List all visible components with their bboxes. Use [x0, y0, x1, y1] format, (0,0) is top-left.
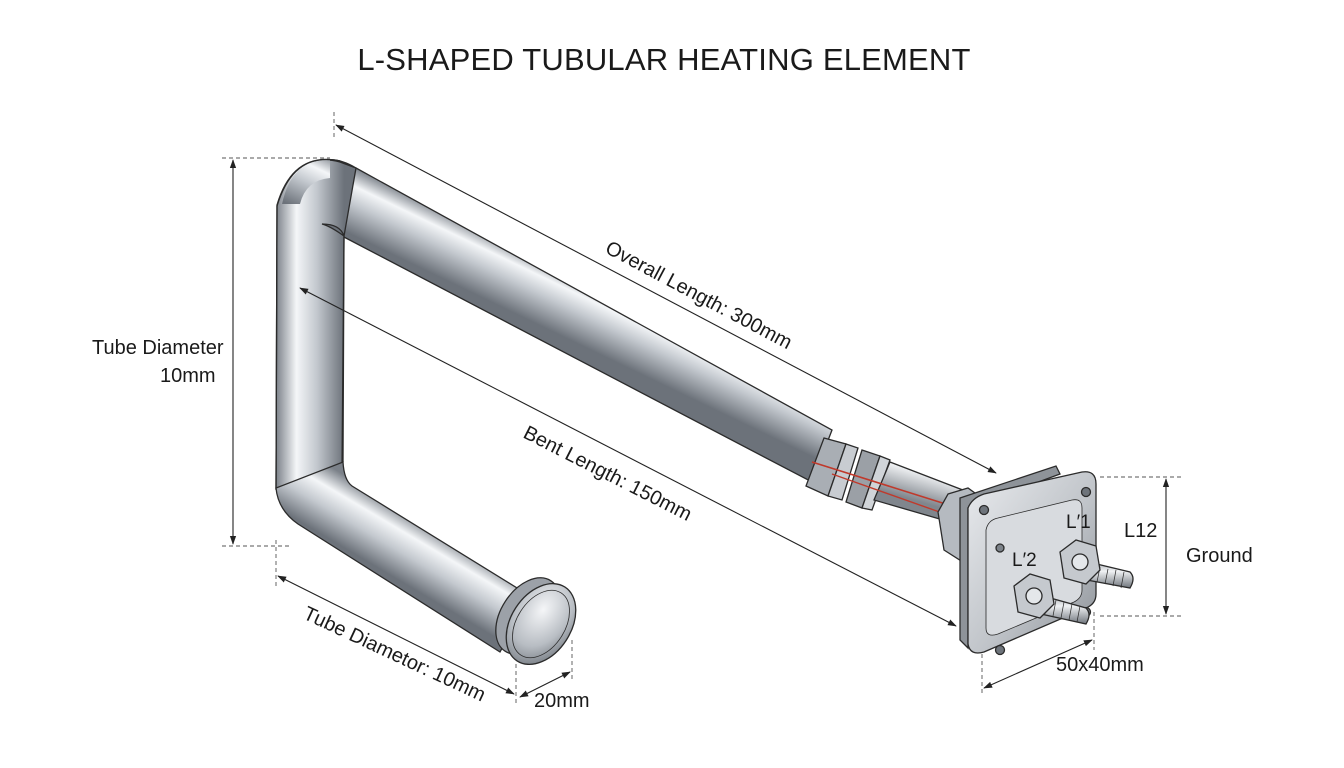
mount-screw-bl [994, 644, 1006, 656]
mount-screw-ml [995, 543, 1005, 553]
bottom-diameter-dim-line [277, 575, 515, 695]
dimension-lines [222, 112, 1182, 706]
tube-diameter-left-label-line2: 10mm [160, 365, 216, 387]
diagram-title: L-SHAPED TUBULAR HEATING ELEMENT [357, 42, 970, 77]
tube-diameter-left-label-line1: Tube Diameter [92, 337, 224, 359]
flange-width-dim-line [983, 639, 1093, 689]
flange-height-label: L12 [1124, 520, 1157, 542]
mount-screw-tr [1080, 486, 1092, 498]
terminal-l1-nut-center [1071, 553, 1089, 571]
terminal-l1-label: L′1 [1066, 512, 1091, 533]
terminal-l2-nut-center [1025, 587, 1043, 605]
heating-tube [275, 158, 991, 666]
tube-elbow-top [282, 159, 330, 204]
flange-size-label: 50x40mm [1056, 654, 1144, 676]
mount-screw-tl [978, 504, 990, 516]
terminal-flange [959, 465, 1134, 656]
end-width-dim-line [519, 671, 571, 698]
terminal-l2-label: L′2 [1012, 550, 1037, 571]
ground-label: Ground [1186, 545, 1253, 567]
overall-length-dim-line [335, 124, 997, 474]
end-width-label: 20mm [534, 690, 590, 712]
bent-length-dim-line [299, 287, 957, 627]
bent-length-label: Bent Length: 150mm [520, 422, 695, 526]
